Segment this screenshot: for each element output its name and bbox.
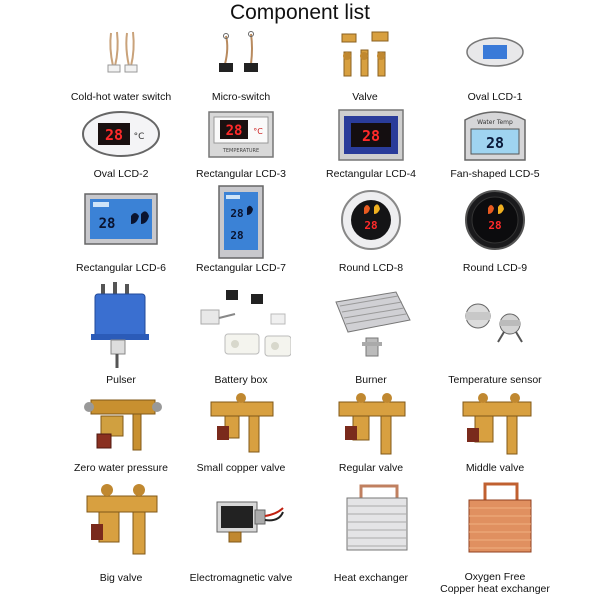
page-title: Component list xyxy=(229,1,371,24)
component-rectangular-lcd-7: 28 28 Rectangular LCD-7 xyxy=(166,184,316,274)
battery-box-label: Battery box xyxy=(214,374,268,386)
rectangular-lcd-6-label: Rectangular LCD-6 xyxy=(76,262,166,274)
component-big-valve: Big valve xyxy=(46,478,196,586)
rectangular-lcd-7-label: Rectangular LCD-7 xyxy=(196,262,286,274)
round-lcd-8-image: 28 xyxy=(296,188,446,252)
oxygen-free-copper-heat-exchanger-label: Oxygen Free Copper heat exchanger xyxy=(405,571,585,595)
rectangular-lcd-4-label: Rectangular LCD-4 xyxy=(326,168,416,180)
oval-lcd-2-label: Oval LCD-2 xyxy=(93,168,149,180)
rectangular-lcd-6-display: 28 xyxy=(99,216,116,232)
small-copper-valve-image xyxy=(166,390,316,460)
oval-lcd-2-unit: °C xyxy=(134,132,145,142)
oval-lcd-1-label: Oval LCD-1 xyxy=(467,91,523,103)
component-micro-switch: Micro-switch xyxy=(166,28,316,108)
component-small-copper-valve: Small copper valve xyxy=(166,390,316,476)
rectangular-lcd-3-unit: °C xyxy=(253,127,263,136)
component-temperature-sensor: Temperature sensor xyxy=(420,280,570,388)
fan-shaped-lcd-5-sub: Water Temp xyxy=(477,119,513,126)
round-lcd-8-label: Round LCD-8 xyxy=(338,262,404,274)
fan-shaped-lcd-5-display: 28 xyxy=(486,134,504,152)
component-rectangular-lcd-6: 28 Rectangular LCD-6 xyxy=(46,188,196,274)
component-middle-valve: Middle valve xyxy=(420,390,570,476)
component-cold-hot-water-switch: Cold-hot water switch xyxy=(46,28,196,108)
component-valve: Valve xyxy=(290,28,440,108)
electromagnetic-valve-image xyxy=(166,478,316,564)
valve-label: Valve xyxy=(352,91,378,103)
valve-image xyxy=(290,28,440,86)
component-battery-box: Battery box xyxy=(166,280,316,388)
temperature-sensor-label: Temperature sensor xyxy=(448,374,542,386)
electromagnetic-valve-label: Electromagnetic valve xyxy=(189,572,293,584)
component-fan-shaped-lcd-5: Water Temp 28 Fan-shaped LCD-5 xyxy=(420,106,570,186)
rectangular-lcd-4-image: 28 xyxy=(296,106,446,164)
component-rectangular-lcd-4: 28 Rectangular LCD-4 xyxy=(296,106,446,186)
fan-shaped-lcd-5-label: Fan-shaped LCD-5 xyxy=(450,168,540,180)
round-lcd-9-display: 28 xyxy=(488,219,501,232)
rectangular-lcd-4-display: 28 xyxy=(362,127,380,145)
component-burner: Burner xyxy=(296,280,446,388)
regular-valve-label: Regular valve xyxy=(338,462,404,474)
zero-water-pressure-label: Zero water pressure xyxy=(74,462,168,474)
battery-box-image xyxy=(166,280,316,370)
component-regular-valve: Regular valve xyxy=(296,390,446,476)
big-valve-label: Big valve xyxy=(99,572,143,584)
big-valve-image xyxy=(46,478,196,564)
component-round-lcd-8: 28 Round LCD-8 xyxy=(296,188,446,274)
rectangular-lcd-7-display: 28 xyxy=(230,207,243,220)
heat-exchanger-label: Heat exchanger xyxy=(333,572,409,584)
middle-valve-image xyxy=(420,390,570,460)
component-electromagnetic-valve: Electromagnetic valve xyxy=(166,478,316,586)
temperature-sensor-image xyxy=(420,280,570,370)
rectangular-lcd-3-image: 28 °C TEMPERATURE xyxy=(166,106,316,161)
regular-valve-image xyxy=(296,390,446,460)
component-heat-exchanger: Heat exchanger xyxy=(296,478,446,586)
component-round-lcd-9: 28 Round LCD-9 xyxy=(420,188,570,274)
oval-lcd-2-image: 28 °C xyxy=(46,106,196,161)
pulser-image xyxy=(46,280,196,370)
cold-hot-water-switch-image xyxy=(46,28,196,83)
zero-water-pressure-image xyxy=(46,390,196,460)
micro-switch-label: Micro-switch xyxy=(211,91,271,103)
rectangular-lcd-3-sub: TEMPERATURE xyxy=(222,148,259,154)
oval-lcd-2-display: 28 xyxy=(105,126,123,144)
oval-lcd-1-image xyxy=(420,28,570,73)
svg-text:28: 28 xyxy=(230,229,243,242)
component-rectangular-lcd-3: 28 °C TEMPERATURE Rectangular LCD-3 xyxy=(166,106,316,186)
rectangular-lcd-6-image: 28 xyxy=(46,188,196,250)
small-copper-valve-label: Small copper valve xyxy=(196,462,286,474)
rectangular-lcd-7-image: 28 28 xyxy=(166,184,316,260)
cold-hot-water-switch-label: Cold-hot water switch xyxy=(70,91,172,103)
round-lcd-9-label: Round LCD-9 xyxy=(462,262,528,274)
component-pulser: Pulser xyxy=(46,280,196,388)
component-oxygen-free-copper-heat-exchanger: Oxygen Free Copper heat exchanger xyxy=(420,478,570,595)
component-oval-lcd-2: 28 °C Oval LCD-2 xyxy=(46,106,196,186)
burner-label: Burner xyxy=(355,374,387,386)
round-lcd-9-image: 28 xyxy=(420,188,570,252)
component-oval-lcd-1: Oval LCD-1 xyxy=(420,28,570,108)
oxygen-free-copper-heat-exchanger-image xyxy=(420,478,570,564)
pulser-label: Pulser xyxy=(106,374,136,386)
fan-shaped-lcd-5-image: Water Temp 28 xyxy=(420,106,570,164)
label-line-1: Oxygen Free xyxy=(464,571,526,583)
micro-switch-image xyxy=(166,28,316,83)
heat-exchanger-image xyxy=(296,478,446,564)
rectangular-lcd-3-label: Rectangular LCD-3 xyxy=(196,168,286,180)
middle-valve-label: Middle valve xyxy=(465,462,525,474)
component-zero-water-pressure: Zero water pressure xyxy=(46,390,196,476)
burner-image xyxy=(296,280,446,370)
round-lcd-8-display: 28 xyxy=(364,219,377,232)
label-line-2: Copper heat exchanger xyxy=(440,583,550,595)
rectangular-lcd-3-display: 28 xyxy=(226,123,243,139)
